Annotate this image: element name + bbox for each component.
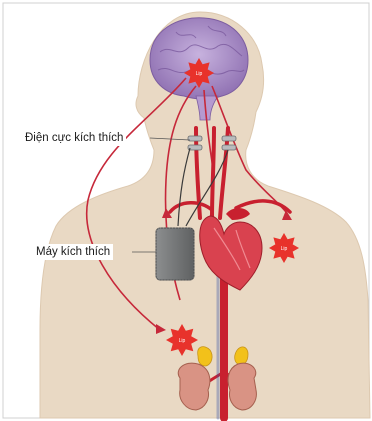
starburst-abdomen: Lip xyxy=(166,324,198,356)
electrode-label: Điện cực kích thích xyxy=(22,130,126,146)
starburst-right-chest: Lip xyxy=(269,233,299,263)
starburst-brain: Lip xyxy=(184,58,214,88)
stimulator-device xyxy=(156,228,194,280)
starburst-abdomen-label: Lip xyxy=(179,338,186,344)
stimulator-label: Máy kích thích xyxy=(33,244,113,260)
starburst-brain-label: Lip xyxy=(196,71,203,77)
starburst-right-chest-label: Lip xyxy=(281,246,288,252)
